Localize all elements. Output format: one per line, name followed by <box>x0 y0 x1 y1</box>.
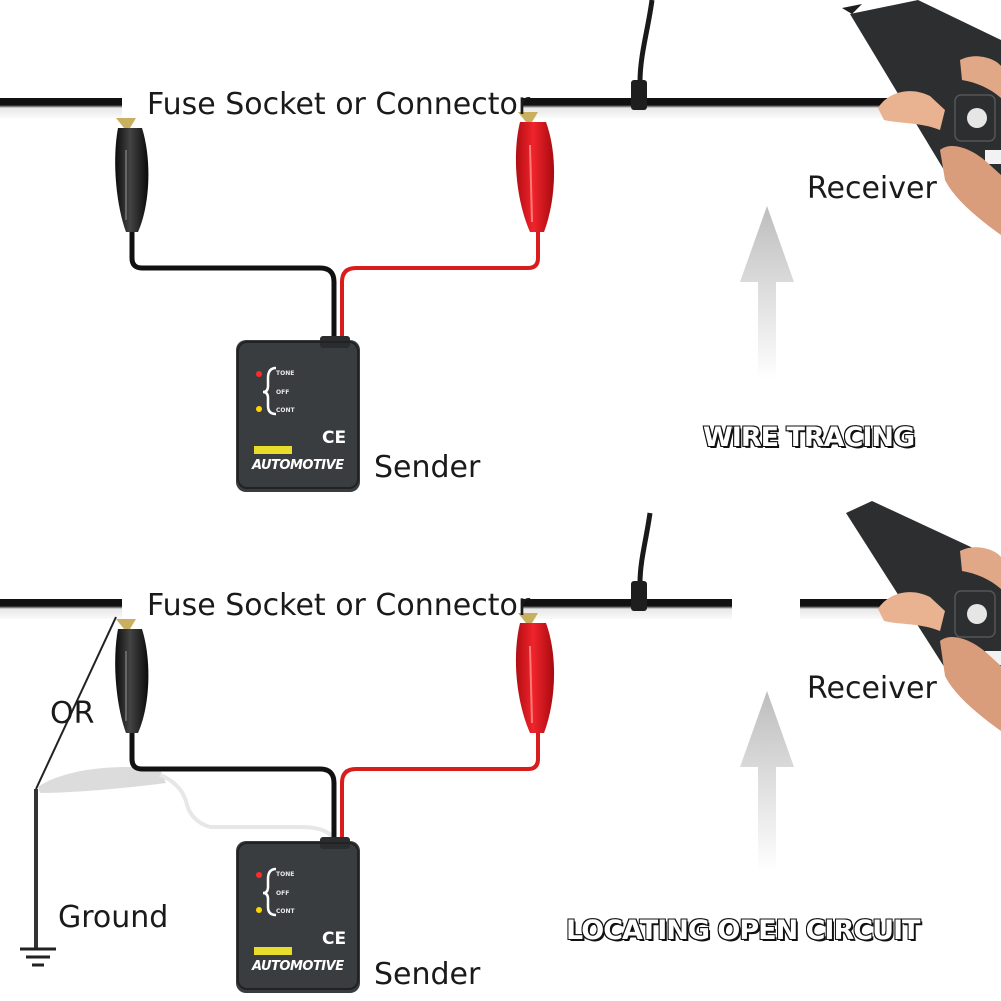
sender-device <box>236 336 360 492</box>
receiver-label: Receiver <box>807 671 937 706</box>
sender-device <box>236 837 360 993</box>
red-lead <box>340 733 540 846</box>
black-clip <box>115 619 149 733</box>
ce-mark: CE <box>322 929 347 949</box>
mode-off-label: OFF <box>276 389 290 396</box>
open-circuit-panel: Fuse Socket or Connector Receiver Sender… <box>0 501 1001 1001</box>
probe-button <box>967 108 987 128</box>
main-wire <box>0 98 902 118</box>
cont-led <box>256 907 262 913</box>
red-lead <box>340 232 540 345</box>
ce-mark: CE <box>322 428 347 448</box>
red-clip <box>515 613 555 733</box>
mode-cont-label: CONT <box>276 407 295 414</box>
red-clip <box>515 112 555 232</box>
sender-label: Sender <box>374 450 481 485</box>
open-circuit-diagram <box>0 501 1001 993</box>
mode-tone-label: TONE <box>276 871 295 878</box>
black-lead <box>129 232 337 345</box>
sender-brand: AUTOMOTIVE <box>252 458 344 473</box>
ground-label: Ground <box>58 900 169 935</box>
mode-tone-label: TONE <box>276 370 295 377</box>
hand <box>878 547 1001 731</box>
wire-break <box>732 595 800 623</box>
receiver-cable <box>631 0 655 110</box>
ground-wire <box>20 616 117 967</box>
tone-led <box>256 371 262 377</box>
sender-label: Sender <box>374 957 481 992</box>
receiver-cable <box>631 512 653 611</box>
main-wire <box>0 599 902 619</box>
wire-tracing-panel: Fuse Socket or Connector Receiver Sender… <box>0 0 1001 500</box>
wire-tracing-caption: WIRE TRACING <box>702 421 916 454</box>
mode-cont-label: CONT <box>276 908 295 915</box>
mode-off-label: OFF <box>276 890 290 897</box>
probe-button <box>967 604 987 624</box>
wire-tracing-diagram <box>0 0 1001 492</box>
open-circuit-caption: LOCATING OPEN CIRCUIT <box>565 914 921 947</box>
tone-led <box>256 872 262 878</box>
hand <box>878 56 1001 235</box>
cont-led <box>256 406 262 412</box>
connector-label: Fuse Socket or Connector <box>147 588 531 623</box>
or-label: OR <box>50 696 95 731</box>
connector-label: Fuse Socket or Connector <box>147 87 531 122</box>
black-clip <box>115 118 149 232</box>
sender-brand: AUTOMOTIVE <box>252 959 344 974</box>
upward-arrow <box>740 206 794 380</box>
black-lead <box>129 733 337 846</box>
receiver-label: Receiver <box>807 171 937 206</box>
ghost-clip <box>38 767 336 842</box>
upward-arrow <box>740 691 794 871</box>
